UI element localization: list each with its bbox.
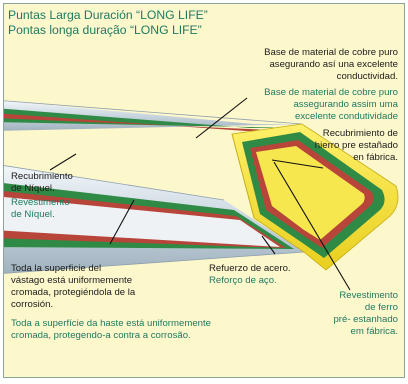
chrome-es-2: vástago está uniformemente — [11, 275, 133, 286]
iron-coating-pt-3: pré- estanhado — [333, 314, 398, 325]
copper-base-pt-2: assegurando assim uma — [293, 99, 398, 110]
title-pt: Pontas longa duração “LONG LIFE” — [8, 23, 202, 37]
tip-body — [231, 123, 399, 271]
iron-coating-pt-4: em fábrica. — [350, 326, 398, 337]
copper-base-es-3: conductividad. — [336, 71, 398, 82]
copper-base-es-1: Base de material de cobre puro — [264, 47, 398, 58]
copper-base-pt-1: Base de material de cobre puro — [264, 87, 398, 98]
iron-coating-es-2: hierro pre estañado — [314, 140, 398, 151]
iron-coating-pt-2: de ferro — [364, 302, 398, 313]
nickel-pt-1: Revestimento — [11, 197, 70, 208]
iron-coating-pt-1: Revestimento — [339, 290, 398, 301]
nickel-pt-2: de Níquel. — [11, 209, 55, 220]
nickel-es-2: de Níquel. — [11, 183, 55, 194]
steel-es: Refuerzo de acero. — [209, 263, 291, 274]
lower-shaft — [4, 165, 305, 274]
upper-shaft — [4, 100, 303, 131]
leader-lines — [49, 97, 351, 291]
nickel-es-1: Recubrimiento — [11, 171, 73, 182]
copper-base-es-2: asegurando así una excelente — [269, 59, 398, 70]
iron-coating-es-3: en fábrica. — [353, 152, 398, 163]
chrome-pt-2: cromada, protegendo-a contra a corrosão. — [11, 330, 191, 341]
copper-base-pt-3: excelente condutividade — [295, 111, 398, 122]
chrome-es-4: corrosión. — [11, 299, 54, 310]
iron-coating-es-1: Recubrimiento de — [322, 128, 398, 139]
steel-pt: Reforço de aço. — [209, 275, 277, 286]
title-es: Puntas Larga Duración “LONG LIFE” — [8, 8, 208, 22]
soldering-tip-illustration — [4, 97, 399, 291]
chrome-pt-1: Toda a superfície da haste está uniforme… — [11, 318, 211, 329]
chrome-es-1: Toda la superficie del — [11, 263, 102, 274]
diagram-panel: Puntas Larga Duración “LONG LIFE” Pontas… — [3, 3, 405, 378]
chrome-es-3: cromada, protegiéndola de la — [11, 287, 136, 298]
